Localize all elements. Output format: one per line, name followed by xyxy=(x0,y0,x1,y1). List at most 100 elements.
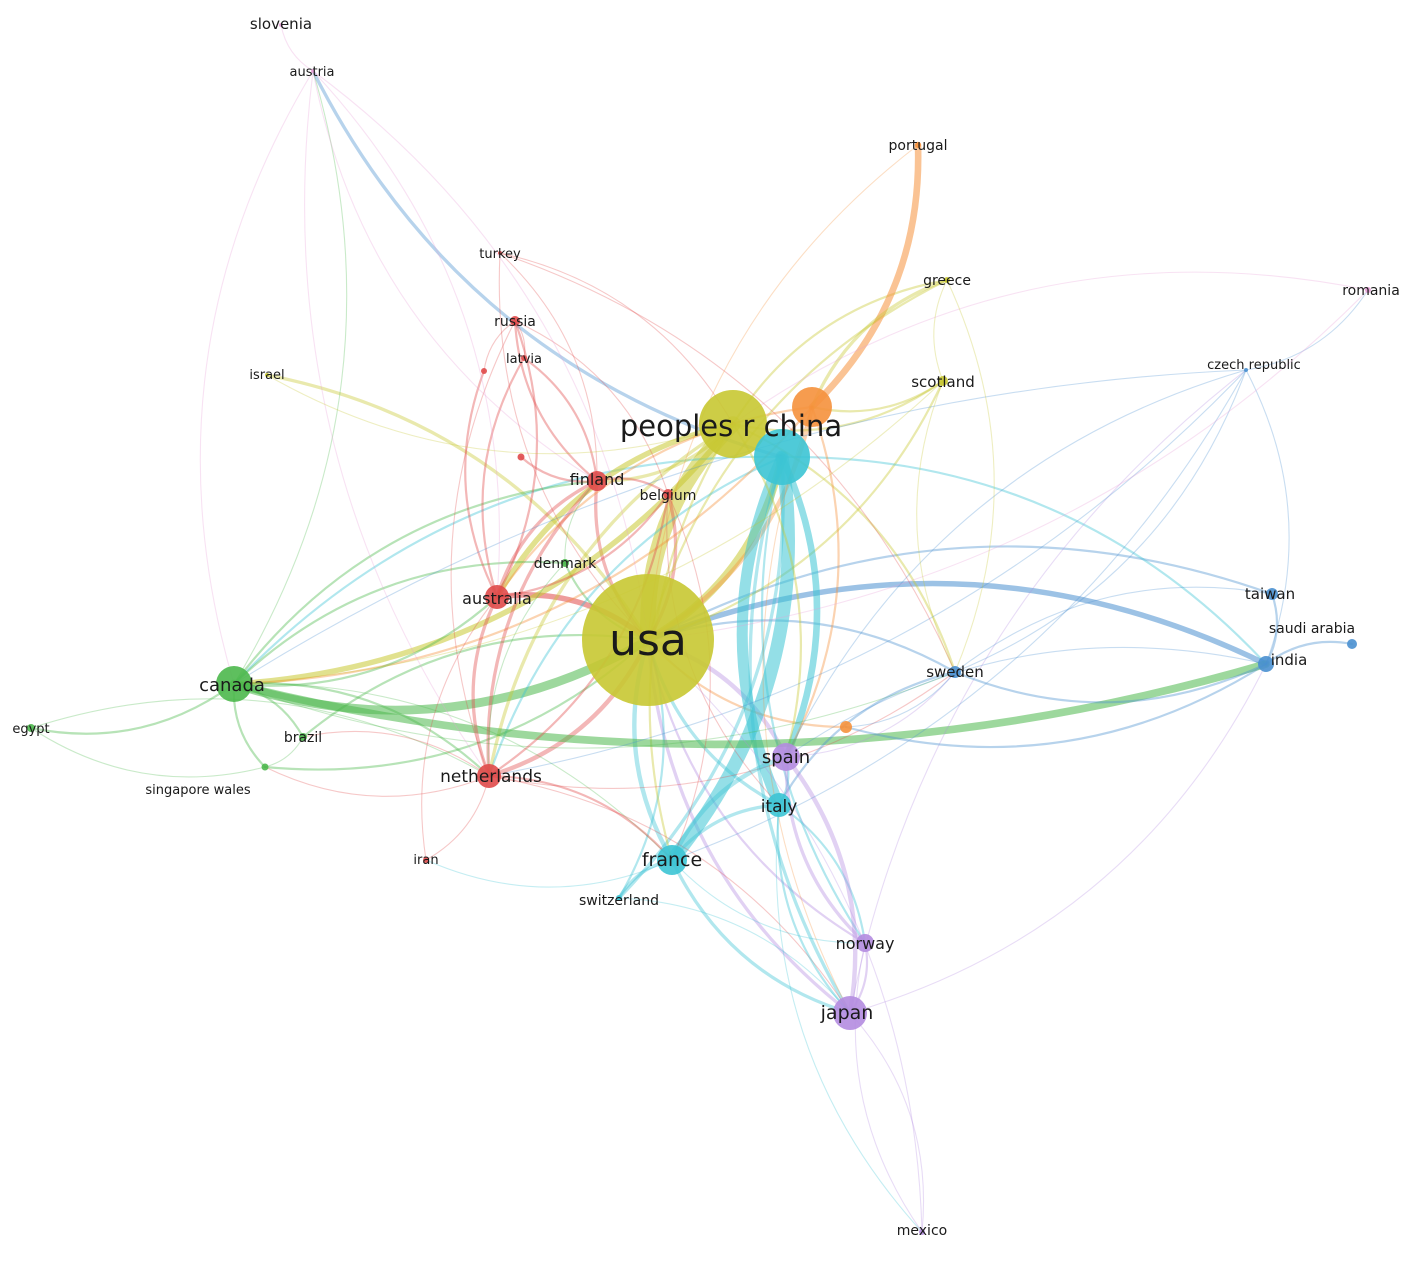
node-greece[interactable] xyxy=(944,277,950,283)
node-czech-republic[interactable] xyxy=(1244,368,1248,372)
label-taiwan: taiwan xyxy=(1245,585,1295,603)
edge-denmark-netherlands xyxy=(487,562,566,777)
node-scotland[interactable] xyxy=(938,376,948,386)
edge-canada-austria xyxy=(233,70,348,685)
edge-portugal-usa xyxy=(647,144,919,641)
label-latvia: latvia xyxy=(506,352,542,367)
edge-italy-japan xyxy=(776,803,852,1015)
label-australia: australia xyxy=(462,589,532,608)
node-romania[interactable] xyxy=(1365,287,1371,293)
node-saudi-arabia[interactable] xyxy=(1347,639,1357,649)
node-belgium[interactable] xyxy=(663,489,673,499)
edge-italy-norway xyxy=(777,803,867,945)
label-belgium: belgium xyxy=(640,488,697,504)
edge-france-iran xyxy=(425,859,673,888)
edge-canada-finland xyxy=(232,479,599,686)
edge-austria-finland xyxy=(312,70,598,482)
node-egypt[interactable] xyxy=(27,724,35,732)
node-cyan-hub[interactable] xyxy=(754,429,810,485)
edge-peoples-r-china-greece xyxy=(731,278,949,426)
node-finland[interactable] xyxy=(587,471,607,491)
node-russia[interactable] xyxy=(510,316,520,326)
node-france[interactable] xyxy=(657,845,687,875)
edge-india-orange-small xyxy=(844,662,1268,749)
label-sweden: sweden xyxy=(926,663,984,681)
edge-austria-netherlands xyxy=(304,70,490,777)
node-switzerland[interactable] xyxy=(616,895,622,901)
node-orange-small[interactable] xyxy=(840,721,852,733)
edge-turkey-sweden xyxy=(499,252,956,673)
node-sweden[interactable] xyxy=(949,666,961,678)
node-iran[interactable] xyxy=(423,857,429,863)
edge-india-saudi-arabia xyxy=(1264,640,1354,666)
nodes-layer xyxy=(27,23,1371,1235)
edge-spain-norway xyxy=(784,755,867,945)
node-austria[interactable] xyxy=(311,69,315,73)
label-japan: japan xyxy=(820,1002,874,1024)
node-canada[interactable] xyxy=(216,666,252,702)
node-orange-hub[interactable] xyxy=(792,387,832,427)
edge-usa-taiwan xyxy=(646,545,1274,642)
edge-israel-peoples-r-china xyxy=(266,374,734,455)
node-taiwan[interactable] xyxy=(1266,588,1278,600)
edge-canada-netherlands xyxy=(232,682,491,778)
node-turkey[interactable] xyxy=(498,251,502,255)
node-denmark[interactable] xyxy=(561,559,569,567)
label-austria: austria xyxy=(290,65,335,80)
edge-austria-slovenia xyxy=(280,24,314,72)
edge-egypt-netherlands xyxy=(30,698,490,777)
edge-norway-mexico xyxy=(854,942,923,1233)
edge-czech-republic-netherlands xyxy=(488,369,1247,777)
node-netherlands[interactable] xyxy=(477,764,501,788)
node-peoples-r-china[interactable] xyxy=(699,390,767,458)
edge-austria-usa xyxy=(312,70,649,641)
edge-austria-australia xyxy=(312,70,500,598)
edge-czech-republic-spain xyxy=(785,369,1247,758)
label-romania: romania xyxy=(1342,283,1400,299)
edge-cyan-hub-switzerland xyxy=(617,455,785,900)
edge-orange-hub-canada xyxy=(232,405,814,686)
label-israel: israel xyxy=(249,368,284,383)
edge-finland-latvia xyxy=(522,356,599,483)
node-israel[interactable] xyxy=(265,373,269,377)
label-turkey: turkey xyxy=(479,247,521,262)
node-usa[interactable] xyxy=(582,574,714,706)
edge-canada-sweden xyxy=(233,671,956,749)
node-brazil[interactable] xyxy=(299,733,307,741)
label-saudi-arabia: saudi arabia xyxy=(1269,621,1355,637)
node-singapore-wales[interactable] xyxy=(261,763,269,771)
node-red-small-1[interactable] xyxy=(481,368,487,374)
edge-netherlands-france xyxy=(487,774,674,862)
node-red-small-2[interactable] xyxy=(517,453,525,461)
label-spain: spain xyxy=(762,747,810,768)
edge-spain-japan xyxy=(783,754,858,1016)
node-norway[interactable] xyxy=(856,934,874,952)
node-portugal[interactable] xyxy=(915,142,921,148)
node-australia[interactable] xyxy=(485,585,509,609)
node-italy[interactable] xyxy=(767,793,791,817)
label-iran: iran xyxy=(413,853,438,868)
edge-netherlands-japan xyxy=(488,775,851,1014)
edge-finland-russia xyxy=(513,319,599,483)
edge-canada-egypt xyxy=(29,682,236,735)
label-france: france xyxy=(642,849,702,871)
edge-turkey-peoples-r-china xyxy=(499,252,734,425)
edge-romania-usa xyxy=(647,289,1369,641)
node-mexico[interactable] xyxy=(919,1229,925,1235)
edge-orange-hub-spain xyxy=(784,405,840,759)
edge-canada-france xyxy=(233,683,673,861)
edge-australia-red-small-1 xyxy=(464,369,499,599)
node-india[interactable] xyxy=(1258,656,1274,672)
edge-cyan-hub-netherlands xyxy=(487,455,784,778)
node-japan[interactable] xyxy=(833,996,867,1030)
label-switzerland: switzerland xyxy=(579,893,659,909)
edge-scotland-sweden xyxy=(916,380,956,673)
node-spain[interactable] xyxy=(772,743,800,771)
edge-switzerland-japan xyxy=(618,897,851,1014)
edge-cyan-hub-austria xyxy=(311,69,784,459)
edge-orange-hub-greece xyxy=(810,278,949,409)
node-slovenia[interactable] xyxy=(279,23,283,27)
node-latvia[interactable] xyxy=(521,355,527,361)
label-singapore-wales: singapore wales xyxy=(145,783,250,798)
